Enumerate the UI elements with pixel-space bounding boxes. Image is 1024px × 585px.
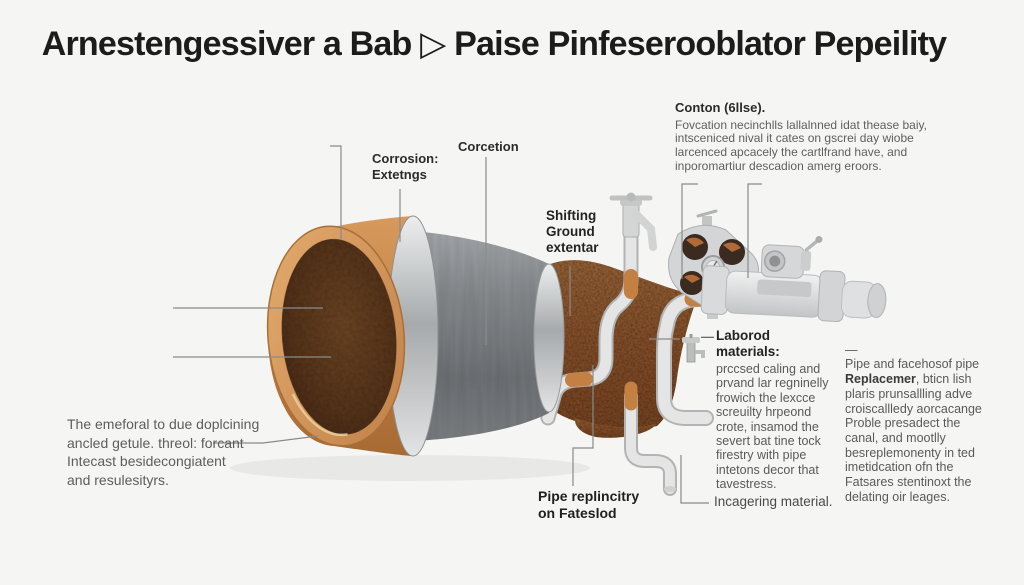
replacement-lead: — Pipe and facehosof pipe [845, 342, 980, 372]
page-title: Arnestengessiver a Bab ▷ Paise Pinfesero… [41, 25, 947, 63]
annotation-bottom-left: The emeforal to due doplcining ancled ge… [67, 416, 260, 488]
small-tap-icon [682, 334, 705, 363]
conton-body: Fovcation necinchlls lallalnned idat the… [675, 117, 927, 174]
label-shifting-ground: Shifting Ground extentar [546, 208, 599, 255]
annotation-conton: Conton (6llse). Fovcation necinchlls lal… [675, 100, 975, 174]
corroded-cutaway-pipe [266, 215, 565, 457]
replacement-rest: , bticn lish plaris prunsallling adve cr… [845, 372, 982, 504]
annotation-replacement: — Pipe and facehosof pipe Replacemer, bt… [845, 328, 1020, 504]
label-corcetion: Corcetion [458, 139, 519, 154]
laborod-heading: Laborod materials: [716, 328, 780, 359]
pipe-shadow [230, 455, 590, 481]
replacement-bold: Replacemer [845, 372, 916, 387]
laborod-dash: — [701, 329, 714, 344]
pipe-replacement-assembly [700, 235, 887, 322]
leader-lines [173, 145, 762, 504]
conton-heading: Conton (6llse). [675, 100, 766, 115]
label-corrosion: Corrosion: Extetngs [372, 151, 439, 182]
label-incagering: Incagering material. [714, 494, 833, 509]
faucet-riser [609, 192, 657, 251]
annotation-laborod: Laborod materials: prccsed caling and pr… [716, 328, 866, 492]
label-pipe-replincitry: Pipe replincitry on Fateslod [538, 488, 640, 521]
laborod-body: prccsed caling and prvand lar regninelly… [716, 362, 829, 492]
